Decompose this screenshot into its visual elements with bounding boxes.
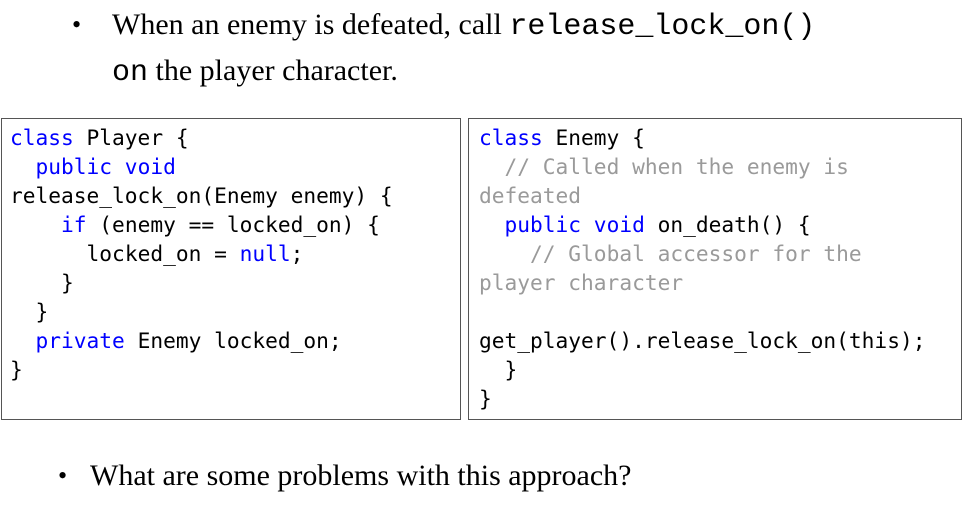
code-text: get_player().release_lock_on(this);: [479, 328, 926, 353]
code-comment: // Called when the enemy is: [504, 154, 849, 179]
bullet-text-line2: on the player character.: [112, 50, 398, 94]
keyword: class: [10, 125, 74, 150]
code-text: Player {: [73, 125, 189, 150]
bullet-dot: •: [58, 461, 68, 490]
keyword: public void: [504, 212, 645, 237]
enemy-code-box: class Enemy { // Called when the enemy i…: [468, 118, 962, 420]
code-comment: // Global accessor for the: [530, 241, 862, 266]
code-text: }: [61, 270, 74, 295]
code-text: (enemy == locked_on) {: [86, 212, 380, 237]
player-code-box: class Player { public void release_lock_…: [1, 118, 461, 420]
code-text: release_lock_on(Enemy enemy) {: [10, 183, 393, 208]
code-text: }: [10, 357, 23, 382]
bullet-text-line1: When an enemy is defeated, call release_…: [112, 4, 815, 48]
bullet-text: When an enemy is defeated, call: [112, 8, 510, 41]
enemy-code: class Enemy { // Called when the enemy i…: [479, 123, 925, 413]
code-text: Enemy locked_on;: [124, 328, 342, 353]
code-text: }: [479, 386, 492, 411]
code-comment: defeated: [479, 183, 582, 208]
keyword: public void: [35, 154, 176, 179]
code-text: Enemy {: [542, 125, 645, 150]
player-code: class Player { public void release_lock_…: [10, 123, 393, 384]
bullet-text: the player character.: [148, 54, 398, 87]
keyword: if: [61, 212, 87, 237]
keyword: private: [35, 328, 125, 353]
code-text: ;: [290, 241, 304, 266]
keyword: class: [479, 125, 543, 150]
code-text: }: [35, 299, 49, 324]
keyword: null: [239, 241, 291, 266]
code-comment: player character: [479, 270, 684, 295]
code-text: on_death() {: [644, 212, 811, 237]
code-text: }: [504, 357, 518, 382]
bullet-dot: •: [72, 10, 82, 39]
bullet-text: What are some problems with this approac…: [90, 459, 632, 492]
inline-code-on: on: [112, 56, 149, 90]
code-text: locked_on =: [86, 241, 240, 266]
inline-code-func: release_lock_on(): [509, 10, 816, 44]
